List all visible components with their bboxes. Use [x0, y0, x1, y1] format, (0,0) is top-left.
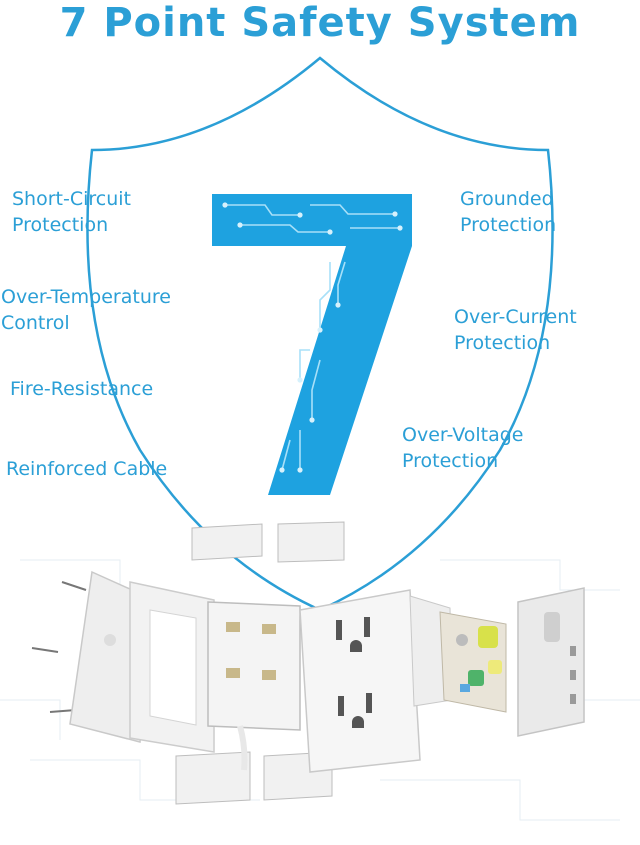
feature-label-line: Protection: [460, 214, 557, 236]
feature-label-line: Protection: [12, 214, 109, 236]
exploded-power-outlet-icon: [31, 521, 585, 805]
feature-label-line: Short-Circuit: [12, 188, 132, 210]
feature-fire-resistance: Fire-Resistance: [10, 376, 153, 402]
feature-over-current-protection: Over-Current Protection: [454, 304, 577, 356]
feature-label-line: Over-Current: [454, 306, 577, 328]
feature-label-line: Reinforced Cable: [6, 458, 168, 480]
feature-label-line: Over-Temperature: [1, 286, 171, 308]
feature-short-circuit-protection: Short-Circuit Protection: [12, 186, 131, 238]
feature-label-line: Protection: [402, 450, 499, 472]
feature-label-line: Fire-Resistance: [10, 378, 154, 400]
feature-over-voltage-protection: Over-Voltage Protection: [402, 422, 524, 474]
feature-label-line: Protection: [454, 332, 551, 354]
page-title: 7 Point Safety System: [59, 0, 581, 46]
feature-reinforced-cable: Reinforced Cable: [6, 456, 167, 482]
circuit-seven-icon: [212, 194, 412, 495]
feature-label-line: Control: [1, 312, 70, 334]
feature-label-line: Over-Voltage: [402, 424, 524, 446]
feature-label-line: Grounded: [460, 188, 554, 210]
feature-grounded-protection: Grounded Protection: [460, 186, 556, 238]
feature-over-temperature-control: Over-Temperature Control: [1, 284, 171, 336]
